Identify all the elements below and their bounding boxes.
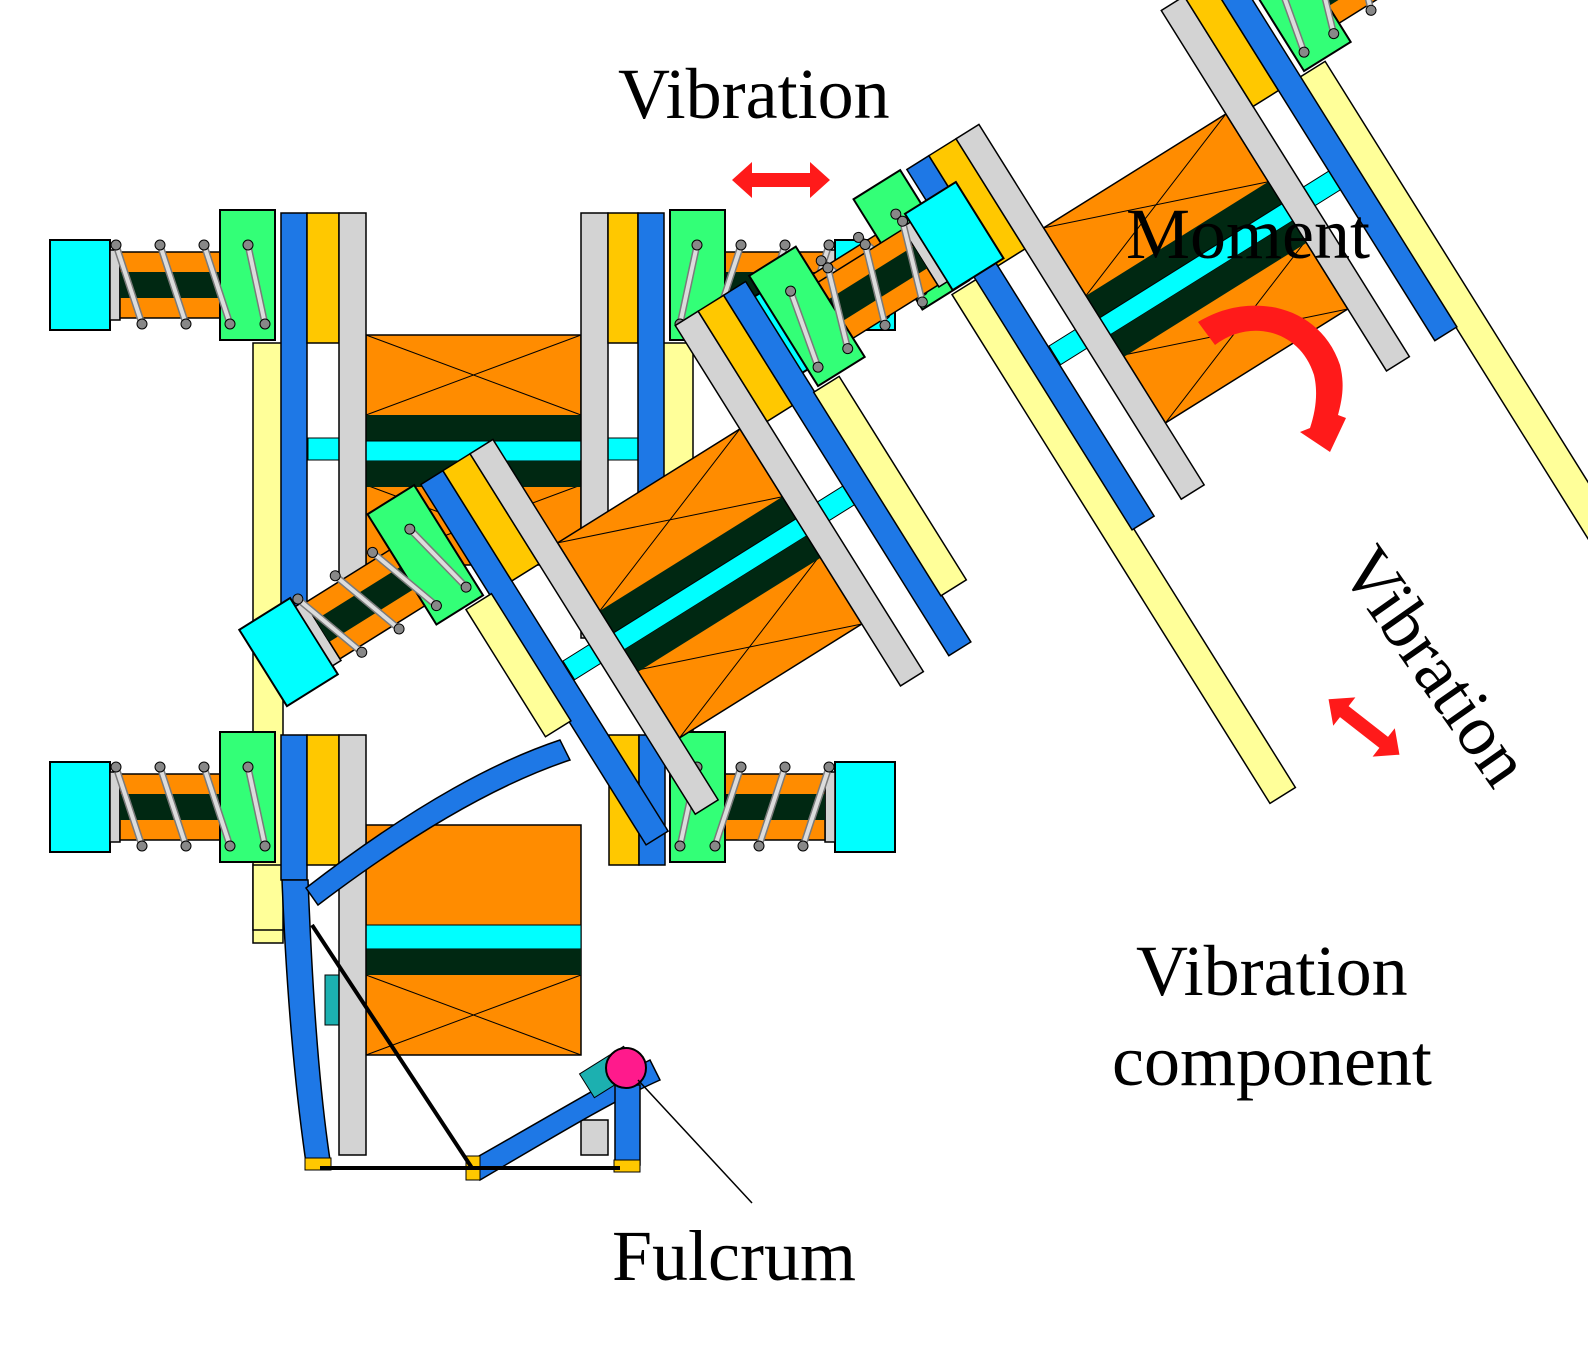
moment-label: Moment [1126,194,1370,274]
tilted-module-lower [223,157,1166,846]
vibration-component-label-line2: component [1112,1021,1432,1101]
vibration-component-label-line1: Vibration [1136,931,1408,1011]
moment-arrow-icon [1198,305,1346,452]
fulcrum-label: Fulcrum [612,1216,856,1296]
fulcrum-leader-line [637,1079,753,1204]
vibration-label-top: Vibration [618,54,890,134]
curved-frame [281,739,662,1182]
spring-actuator-top-left [50,210,275,340]
vibration-diagonal-arrow-icon [1328,697,1400,757]
lower-upright-module [50,732,895,1156]
fulcrum-point-icon [605,1047,647,1089]
spring-actuator-lower-left [50,732,275,862]
vibration-double-arrow-icon [732,162,830,198]
